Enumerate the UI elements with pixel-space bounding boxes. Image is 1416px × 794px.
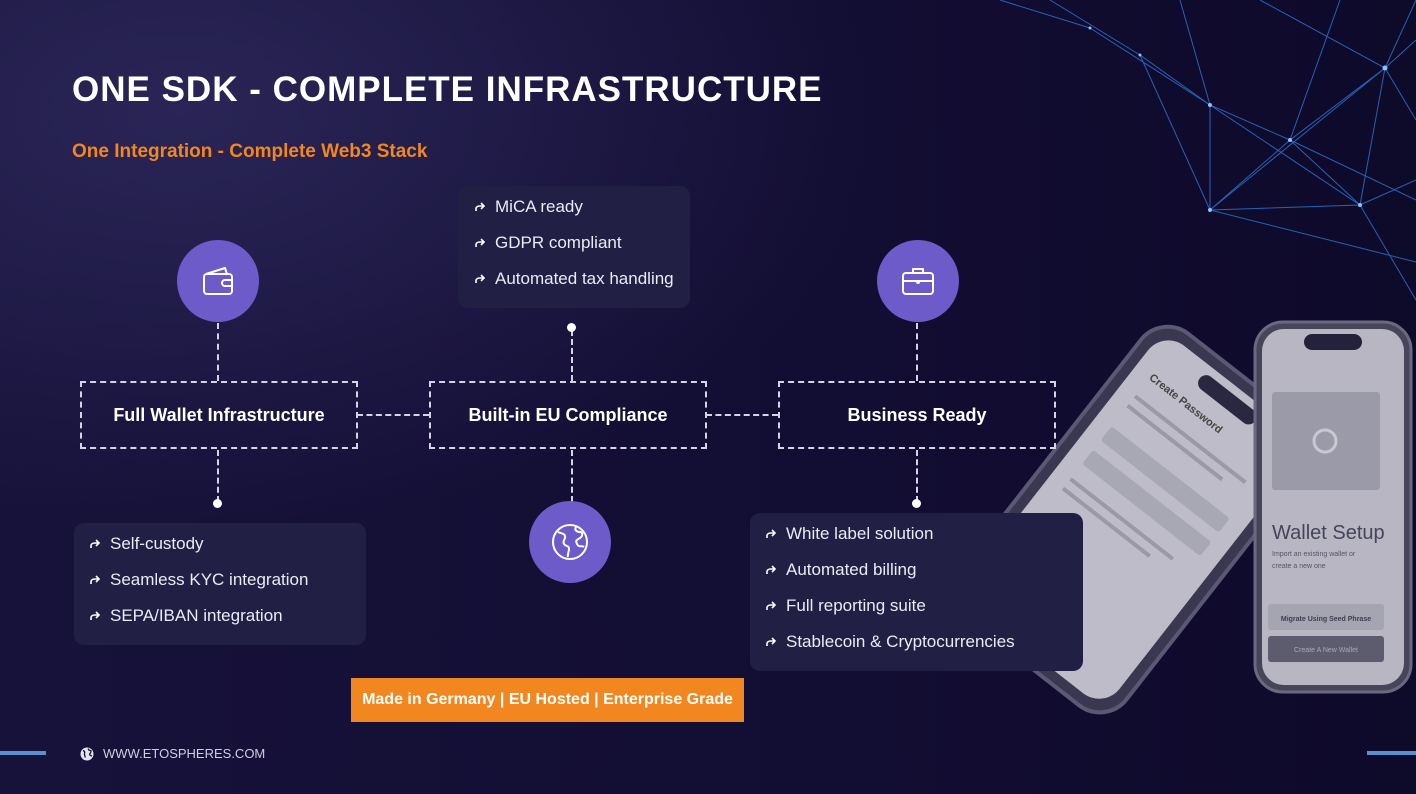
connector-dot [567, 323, 576, 332]
business-ready-label: Business Ready [847, 404, 987, 425]
arrow-icon [475, 202, 486, 211]
page-subtitle: One Integration - Complete Web3 Stack [72, 141, 428, 162]
globe-icon [529, 501, 611, 583]
connector-business-icon [916, 323, 918, 381]
connector-dot [912, 499, 921, 508]
wallet-setup-text: Import an existing wallet or create a ne… [1272, 551, 1356, 570]
wallet-setup-title: Wallet Setup [1272, 522, 1385, 544]
connector-business-card [916, 450, 918, 502]
wallet-features-card: Self-custody Seamless KYC integration SE… [74, 523, 366, 645]
list-item: Self-custody [89, 526, 366, 562]
connector-compliance-card [571, 330, 573, 381]
wallet-icon [177, 240, 259, 322]
connector-wallet-icon [217, 323, 219, 381]
arrow-icon [90, 611, 101, 620]
list-item: Seamless KYC integration [89, 562, 366, 598]
footer-accent-bar-left [0, 751, 46, 755]
connector-compliance-business [706, 414, 778, 416]
eu-compliance-node: Built-in EU Compliance [429, 381, 707, 449]
arrow-icon [766, 637, 777, 646]
made-in-germany-badge: Made in Germany | EU Hosted | Enterprise… [351, 678, 744, 722]
briefcase-icon [877, 240, 959, 322]
connector-wallet-compliance [357, 414, 429, 416]
arrow-icon [475, 274, 486, 283]
list-item: SEPA/IBAN integration [89, 598, 366, 634]
list-item: White label solution [765, 516, 1083, 552]
create-wallet-button: Create A New Wallet [1294, 647, 1358, 654]
connector-compliance-icon [571, 450, 573, 502]
page-title: ONE SDK - COMPLETE INFRASTRUCTURE [72, 70, 823, 109]
list-item: Stablecoin & Cryptocurrencies [765, 624, 1083, 660]
arrow-icon [766, 529, 777, 538]
wallet-infrastructure-label: Full Wallet Infrastructure [113, 404, 325, 425]
business-ready-node: Business Ready [778, 381, 1056, 449]
footer: WWW.ETOSPHERES.COM [80, 746, 265, 761]
compliance-features-card: MiCA ready GDPR compliant Automated tax … [458, 186, 690, 308]
footer-accent-bar-right [1367, 751, 1416, 755]
eu-compliance-label: Built-in EU Compliance [468, 404, 668, 425]
list-item: Full reporting suite [765, 588, 1083, 624]
migrate-button: Migrate Using Seed Phrase [1281, 616, 1371, 623]
arrow-icon [766, 565, 777, 574]
connector-dot [213, 499, 222, 508]
list-item: Automated tax handling [474, 261, 690, 297]
arrow-icon [475, 238, 486, 247]
wallet-infrastructure-node: Full Wallet Infrastructure [80, 381, 358, 449]
list-item: MiCA ready [474, 189, 690, 225]
list-item: Automated billing [765, 552, 1083, 588]
business-features-card: White label solution Automated billing F… [750, 513, 1083, 671]
arrow-icon [90, 539, 101, 548]
arrow-icon [90, 575, 101, 584]
list-item: GDPR compliant [474, 225, 690, 261]
globe-icon [80, 747, 94, 760]
website-link[interactable]: WWW.ETOSPHERES.COM [103, 746, 266, 761]
arrow-icon [766, 601, 777, 610]
connector-wallet-card [217, 450, 219, 502]
